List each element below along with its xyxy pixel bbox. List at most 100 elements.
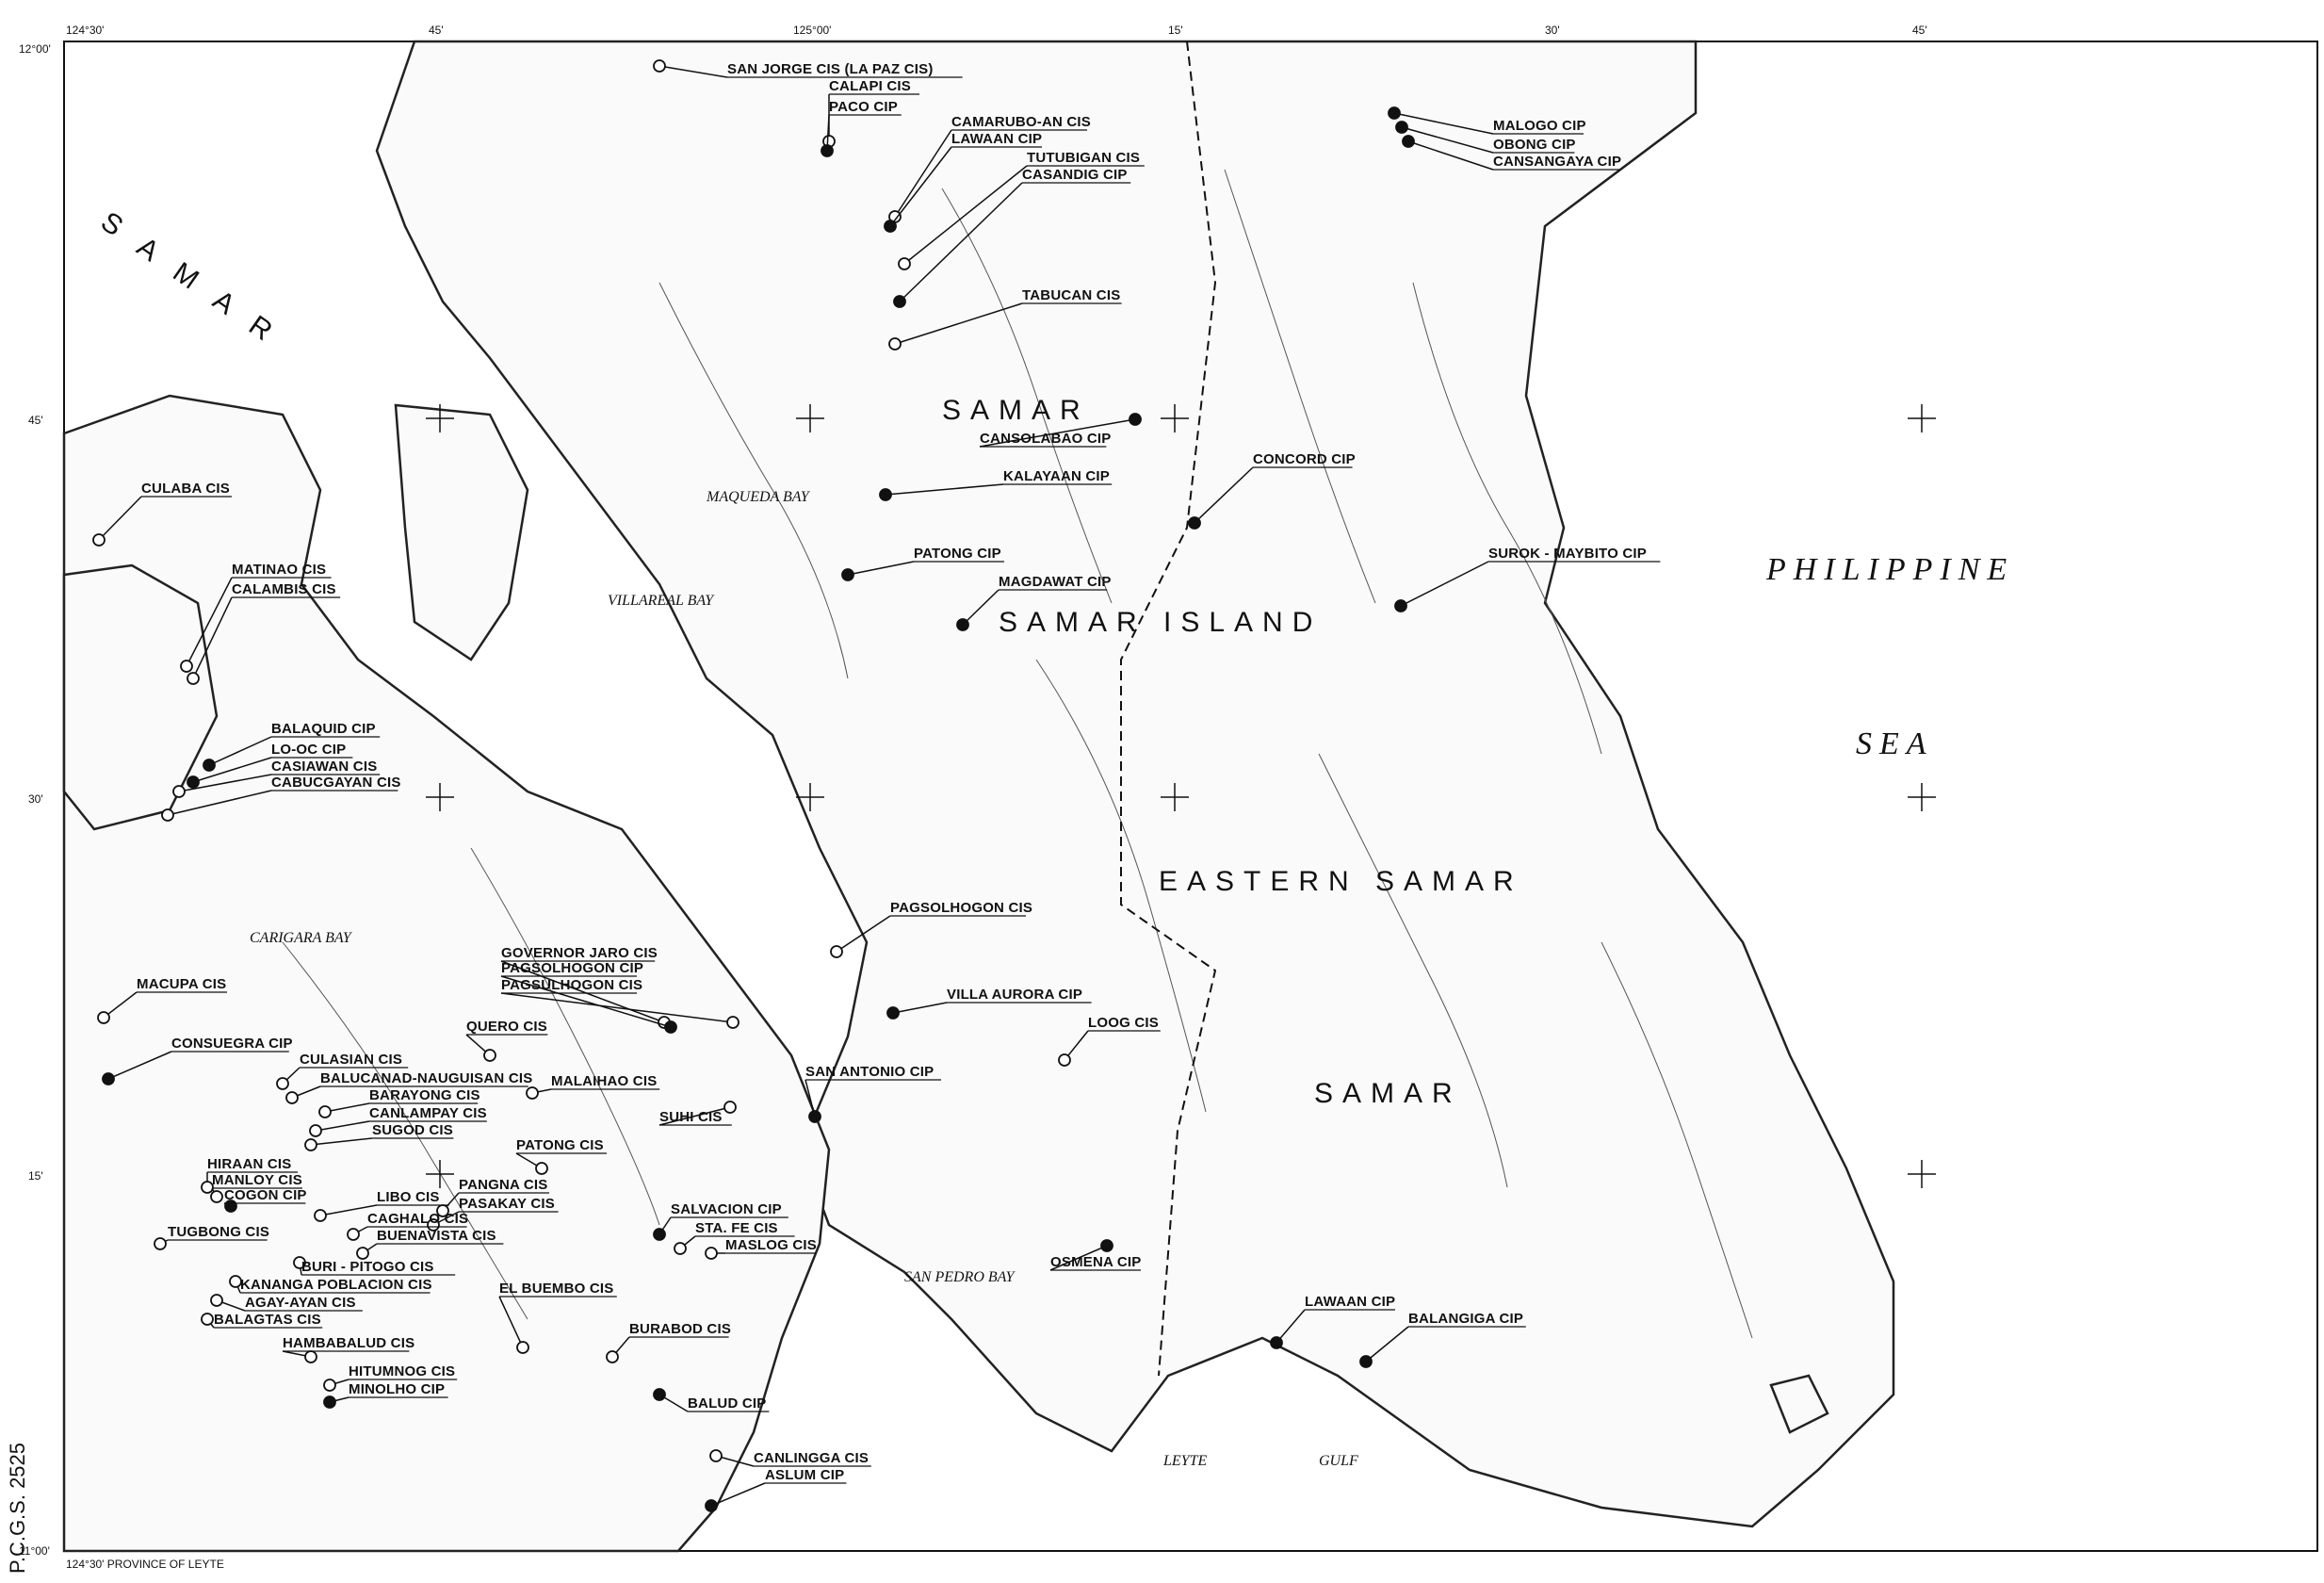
- cis-marker-open-circle: [705, 1247, 718, 1260]
- system-label: SUGOD CIS: [372, 1122, 453, 1138]
- system-label: HIRAAN CIS: [207, 1156, 292, 1172]
- cis-marker-open-circle: [172, 785, 186, 798]
- irrigation-system-pasakay-cis: PASAKAY CIS: [427, 1196, 559, 1232]
- cip-marker-filled-dot: [1188, 516, 1201, 530]
- irrigation-system-magdawat-cip: MAGDAWAT CIP: [956, 574, 1111, 631]
- cis-marker-open-circle: [314, 1209, 327, 1222]
- irrigation-system-governor-jaro-cis: GOVERNOR JARO CIS: [500, 945, 671, 1029]
- irrigation-system-suhi-cis: SUHI CIS: [658, 1101, 737, 1126]
- system-label: CULASIAN CIS: [300, 1052, 402, 1068]
- cis-marker-open-circle: [436, 1204, 449, 1217]
- cis-marker-open-circle: [229, 1275, 242, 1288]
- irrigation-system-obong-cip: OBONG CIP: [1395, 121, 1576, 154]
- irrigation-system-tabucan-cis: TABUCAN CIS: [888, 287, 1122, 351]
- cip-marker-filled-dot: [323, 1395, 336, 1409]
- leader-line: [836, 915, 891, 953]
- system-label: GOVERNOR JARO CIS: [501, 945, 658, 961]
- system-label: OBONG CIP: [1493, 137, 1576, 153]
- leader-line: [192, 596, 233, 679]
- cip-marker-filled-dot: [653, 1228, 666, 1241]
- leader-line: [658, 1106, 731, 1126]
- cis-marker-open-circle: [606, 1350, 619, 1363]
- drainage-lines: [282, 169, 1753, 1339]
- system-label: VILLA AURORA CIP: [947, 987, 1082, 1003]
- system-label: EL BUEMBO CIS: [499, 1281, 614, 1297]
- cis-marker-open-circle: [726, 1016, 739, 1029]
- irrigation-system-buri-pitogo-cis: BURI - PITOGO CIS: [293, 1256, 456, 1276]
- irrigation-system-manloy-cis: MANLOY CIS: [210, 1172, 302, 1203]
- cip-marker-filled-dot: [203, 759, 216, 772]
- irrigation-system-san-jorge-cis-la-paz-cis: SAN JORGE CIS (LA PAZ CIS): [653, 59, 963, 78]
- cis-marker-open-circle: [888, 337, 902, 351]
- irrigation-system-pangna-cis: PANGNA CIS: [436, 1177, 549, 1217]
- cip-marker-filled-dot: [879, 488, 892, 501]
- cip-marker-filled-dot: [841, 568, 854, 581]
- irrigation-system-tugbong-cis: TUGBONG CIS: [154, 1224, 269, 1250]
- water-label-maqueda-bay: MAQUEDA BAY: [706, 489, 811, 505]
- irrigation-system-malogo-cip: MALOGO CIP: [1388, 106, 1585, 135]
- system-label: HITUMNOG CIS: [349, 1363, 455, 1379]
- landmass-layer: [62, 40, 1895, 1553]
- irrigation-system-libo-cis: LIBO CIS: [314, 1189, 449, 1222]
- system-label: PATONG CIS: [516, 1137, 604, 1153]
- irrigation-system-agay-ayan-cis: AGAY-AYAN CIS: [210, 1294, 363, 1312]
- cis-marker-open-circle: [347, 1228, 360, 1241]
- cis-marker-open-circle: [154, 1237, 167, 1250]
- leader-line: [710, 1482, 766, 1507]
- leader-line: [903, 165, 1028, 265]
- sea-label-sea: SEA: [1856, 726, 1934, 761]
- irrigation-system-consuegra-cip: CONSUEGRA CIP: [102, 1036, 293, 1085]
- daram-island: [394, 403, 529, 661]
- system-label: BALUD CIP: [688, 1395, 766, 1412]
- system-label: MINOLHO CIP: [349, 1381, 445, 1397]
- coord-left-4: 15': [28, 1169, 43, 1183]
- system-label: PASAKAY CIS: [459, 1196, 555, 1212]
- irrigation-system-lawaan-cip: LAWAAN CIP: [1270, 1294, 1395, 1349]
- leader-line: [889, 146, 952, 227]
- system-label: PANGNA CIS: [459, 1177, 548, 1193]
- province-boundary: [1120, 41, 1217, 1377]
- cip-marker-filled-dot: [1402, 135, 1415, 148]
- leader-line: [1393, 112, 1494, 135]
- irrigation-system-balagtas-cis: BALAGTAS CIS: [201, 1312, 323, 1329]
- irrigation-system-tutubigan-cis: TUTUBIGAN CIS: [898, 150, 1145, 270]
- cis-marker-open-circle: [187, 672, 200, 685]
- system-label: TUGBONG CIS: [168, 1224, 269, 1240]
- system-label: LOOG CIS: [1088, 1015, 1159, 1031]
- cip-marker-filled-dot: [664, 1020, 677, 1034]
- cip-marker-filled-dot: [956, 618, 969, 631]
- irrigation-system-pagsolhogon-cip: PAGSOLHOGON CIP: [500, 960, 677, 1034]
- leader-line: [103, 991, 138, 1019]
- irrigation-system-san-antonio-cip: SAN ANTONIO CIP: [804, 1064, 941, 1123]
- leader-line: [167, 790, 272, 816]
- system-label: MATINAO CIS: [232, 562, 326, 578]
- system-label: LAWAAN CIP: [1305, 1294, 1395, 1310]
- cis-marker-open-circle: [180, 660, 193, 673]
- cis-marker-open-circle: [1058, 1053, 1071, 1067]
- system-label: PACO CIP: [829, 99, 898, 115]
- leader-line: [658, 65, 728, 78]
- cis-marker-open-circle: [201, 1313, 214, 1326]
- irrigation-system-minolho-cip: MINOLHO CIP: [323, 1381, 448, 1409]
- cip-marker-filled-dot: [1100, 1239, 1113, 1252]
- irrigation-system-balangiga-cip: BALANGIGA CIP: [1359, 1311, 1526, 1368]
- water-label-gulf: GULF: [1319, 1453, 1358, 1469]
- system-label: LAWAAN CIP: [951, 131, 1042, 147]
- region-label-samar-lower: SAMAR: [1314, 1078, 1462, 1109]
- system-label: LO-OC CIP: [271, 742, 346, 758]
- system-label: MALAIHAO CIS: [551, 1073, 657, 1089]
- system-label: ASLUM CIP: [765, 1467, 844, 1483]
- cis-marker-open-circle: [276, 1077, 289, 1090]
- leader-line: [894, 129, 952, 218]
- leader-line: [178, 774, 272, 792]
- cis-marker-open-circle: [483, 1049, 496, 1062]
- cis-marker-open-circle: [830, 945, 843, 958]
- system-label: CASIAWAN CIS: [271, 759, 377, 775]
- leader-line: [715, 1455, 755, 1467]
- irrigation-system-buenavista-cis: BUENAVISTA CIS: [356, 1228, 504, 1260]
- water-label-carigara-bay: CARIGARA BAY: [250, 930, 353, 946]
- graticule: [426, 404, 1936, 1188]
- irrigation-system-aslum-cip: ASLUM CIP: [705, 1467, 847, 1512]
- irrigation-system-balaquid-cip: BALAQUID CIP: [203, 721, 381, 772]
